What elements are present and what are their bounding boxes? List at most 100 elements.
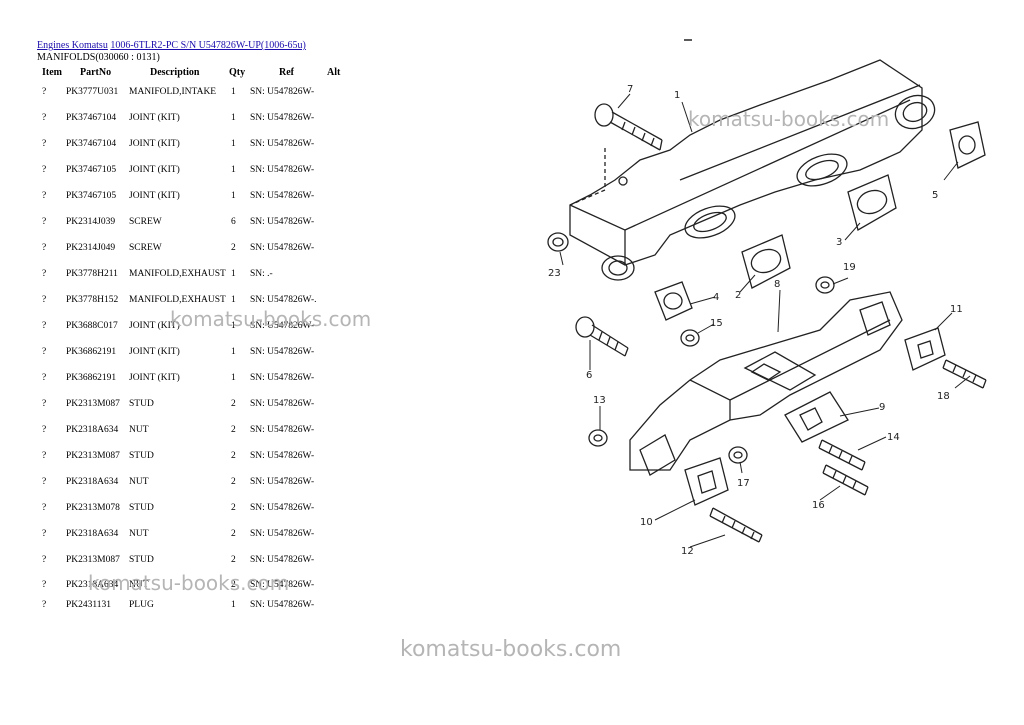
cell-qty: 2 xyxy=(231,399,236,409)
column-header-qty: Qty xyxy=(229,67,246,78)
cell-qty: 1 xyxy=(231,269,236,279)
watermark: komatsu-books.com xyxy=(170,307,372,331)
cell-qty: 1 xyxy=(231,165,236,175)
breadcrumb-link-model[interactable]: 1006-6TLR2-PC S/N U547826W-UP(1006-65u) xyxy=(110,40,306,51)
cell-ref: SN: U547826W- xyxy=(250,139,315,149)
diagram-label: 18 xyxy=(937,391,950,402)
cell-description: STUD xyxy=(129,503,154,513)
cell-qty: 1 xyxy=(231,600,236,610)
cell-qty: 2 xyxy=(231,243,236,253)
cell-description: JOINT (KIT) xyxy=(129,139,180,149)
gasket-3-part xyxy=(847,174,897,231)
watermark: komatsu-books.com xyxy=(688,107,890,131)
cell-item: ? xyxy=(42,87,47,97)
cell-partno: PK36862191 xyxy=(66,347,117,357)
cell-ref: SN: U547826W-. xyxy=(250,295,317,305)
cell-ref: SN: U547826W- xyxy=(250,451,315,461)
cell-qty: 1 xyxy=(231,191,236,201)
column-header-partno: PartNo xyxy=(80,67,112,78)
leader-lines xyxy=(559,93,971,548)
diagram-label: 2 xyxy=(735,290,741,301)
diagram-label: 7 xyxy=(627,84,633,95)
cell-ref: SN: U547826W- xyxy=(250,555,315,565)
diagram-label: 10 xyxy=(640,517,653,528)
cell-item: ? xyxy=(42,295,47,305)
cell-ref: SN: U547826W- xyxy=(250,113,315,123)
exhaust-manifold-part xyxy=(629,291,903,476)
cell-description: MANIFOLD,INTAKE xyxy=(129,87,217,97)
diagram-label: 3 xyxy=(836,237,842,248)
plug-23-part xyxy=(547,232,569,252)
joint-10-part xyxy=(684,457,729,506)
cell-partno: PK2313M087 xyxy=(66,555,120,565)
cell-partno: PK2313M087 xyxy=(66,399,120,409)
cell-qty: 2 xyxy=(231,580,236,590)
nut-15-part xyxy=(680,329,700,347)
cell-partno: PK2314J039 xyxy=(66,217,116,227)
cell-ref: SN: U547826W- xyxy=(250,529,315,539)
stud-14-part xyxy=(818,439,866,471)
cell-item: ? xyxy=(42,555,47,565)
cell-description: JOINT (KIT) xyxy=(129,321,180,331)
cell-partno: PK2318A634 xyxy=(66,529,119,539)
cell-partno: PK2318A634 xyxy=(66,580,119,590)
cell-qty: 2 xyxy=(231,529,236,539)
cell-qty: 2 xyxy=(231,477,236,487)
manifold-exploded-diagram: 1 2 3 4 5 6 7 8 9 10 11 12 13 14 15 16 1… xyxy=(547,39,987,557)
cell-description: MANIFOLD,EXHAUST xyxy=(129,295,226,305)
cell-qty: 1 xyxy=(231,321,236,331)
cell-ref: SN: U547826W- xyxy=(250,373,315,383)
cell-item: ? xyxy=(42,373,47,383)
cell-qty: 1 xyxy=(231,87,236,97)
cell-ref: SN: U547826W- xyxy=(250,165,315,175)
diagram-label: 19 xyxy=(843,262,856,273)
column-header-alt: Alt xyxy=(327,67,341,78)
cell-ref: SN: U547826W- xyxy=(250,477,315,487)
breadcrumb-link-engines[interactable]: Engines Komatsu xyxy=(37,40,108,51)
cell-item: ? xyxy=(42,451,47,461)
cell-partno: PK3778H211 xyxy=(66,269,118,279)
cell-item: ? xyxy=(42,113,47,123)
cell-qty: 2 xyxy=(231,503,236,513)
column-header-ref: Ref xyxy=(279,67,294,78)
nut-13-part xyxy=(588,429,608,447)
breadcrumb: Engines Komatsu 1006-6TLR2-PC S/N U54782… xyxy=(37,40,306,51)
cell-partno: PK2313M087 xyxy=(66,451,120,461)
watermark: komatsu-books.com xyxy=(400,637,622,662)
cell-description: JOINT (KIT) xyxy=(129,191,180,201)
screw-6-part xyxy=(575,316,629,357)
cell-qty: 1 xyxy=(231,373,236,383)
diagram-label: 9 xyxy=(879,402,885,413)
diagram-label: 23 xyxy=(548,268,561,279)
cell-ref: SN: .- xyxy=(250,269,273,279)
nut-19-part xyxy=(815,276,835,294)
cell-item: ? xyxy=(42,321,47,331)
cell-item: ? xyxy=(42,477,47,487)
cell-partno: PK3688C017 xyxy=(66,321,118,331)
gasket-2-part xyxy=(741,234,791,289)
cell-qty: 1 xyxy=(231,295,236,305)
cell-ref: SN: U547826W- xyxy=(250,321,315,331)
cell-partno: PK2318A634 xyxy=(66,425,119,435)
joint-11-part xyxy=(904,327,946,371)
diagram-label: 14 xyxy=(887,432,900,443)
cell-ref: SN: U547826W- xyxy=(250,191,315,201)
cell-description: JOINT (KIT) xyxy=(129,373,180,383)
cell-partno: PK37467104 xyxy=(66,139,117,149)
cell-partno: PK37467104 xyxy=(66,113,117,123)
cell-description: SCREW xyxy=(129,217,162,227)
cell-item: ? xyxy=(42,243,47,253)
cell-item: ? xyxy=(42,347,47,357)
cell-partno: PK2314J049 xyxy=(66,243,116,253)
diagram-label: 1 xyxy=(674,90,680,101)
column-header-description: Description xyxy=(150,67,200,78)
cell-description: PLUG xyxy=(129,600,154,610)
cell-item: ? xyxy=(42,580,47,590)
cell-item: ? xyxy=(42,529,47,539)
cell-ref: SN: U547826W- xyxy=(250,87,315,97)
cell-partno: PK2431131 xyxy=(66,600,112,610)
cell-qty: 1 xyxy=(231,347,236,357)
cell-ref: SN: U547826W- xyxy=(250,425,315,435)
cell-item: ? xyxy=(42,425,47,435)
diagram-label: 4 xyxy=(713,292,719,303)
